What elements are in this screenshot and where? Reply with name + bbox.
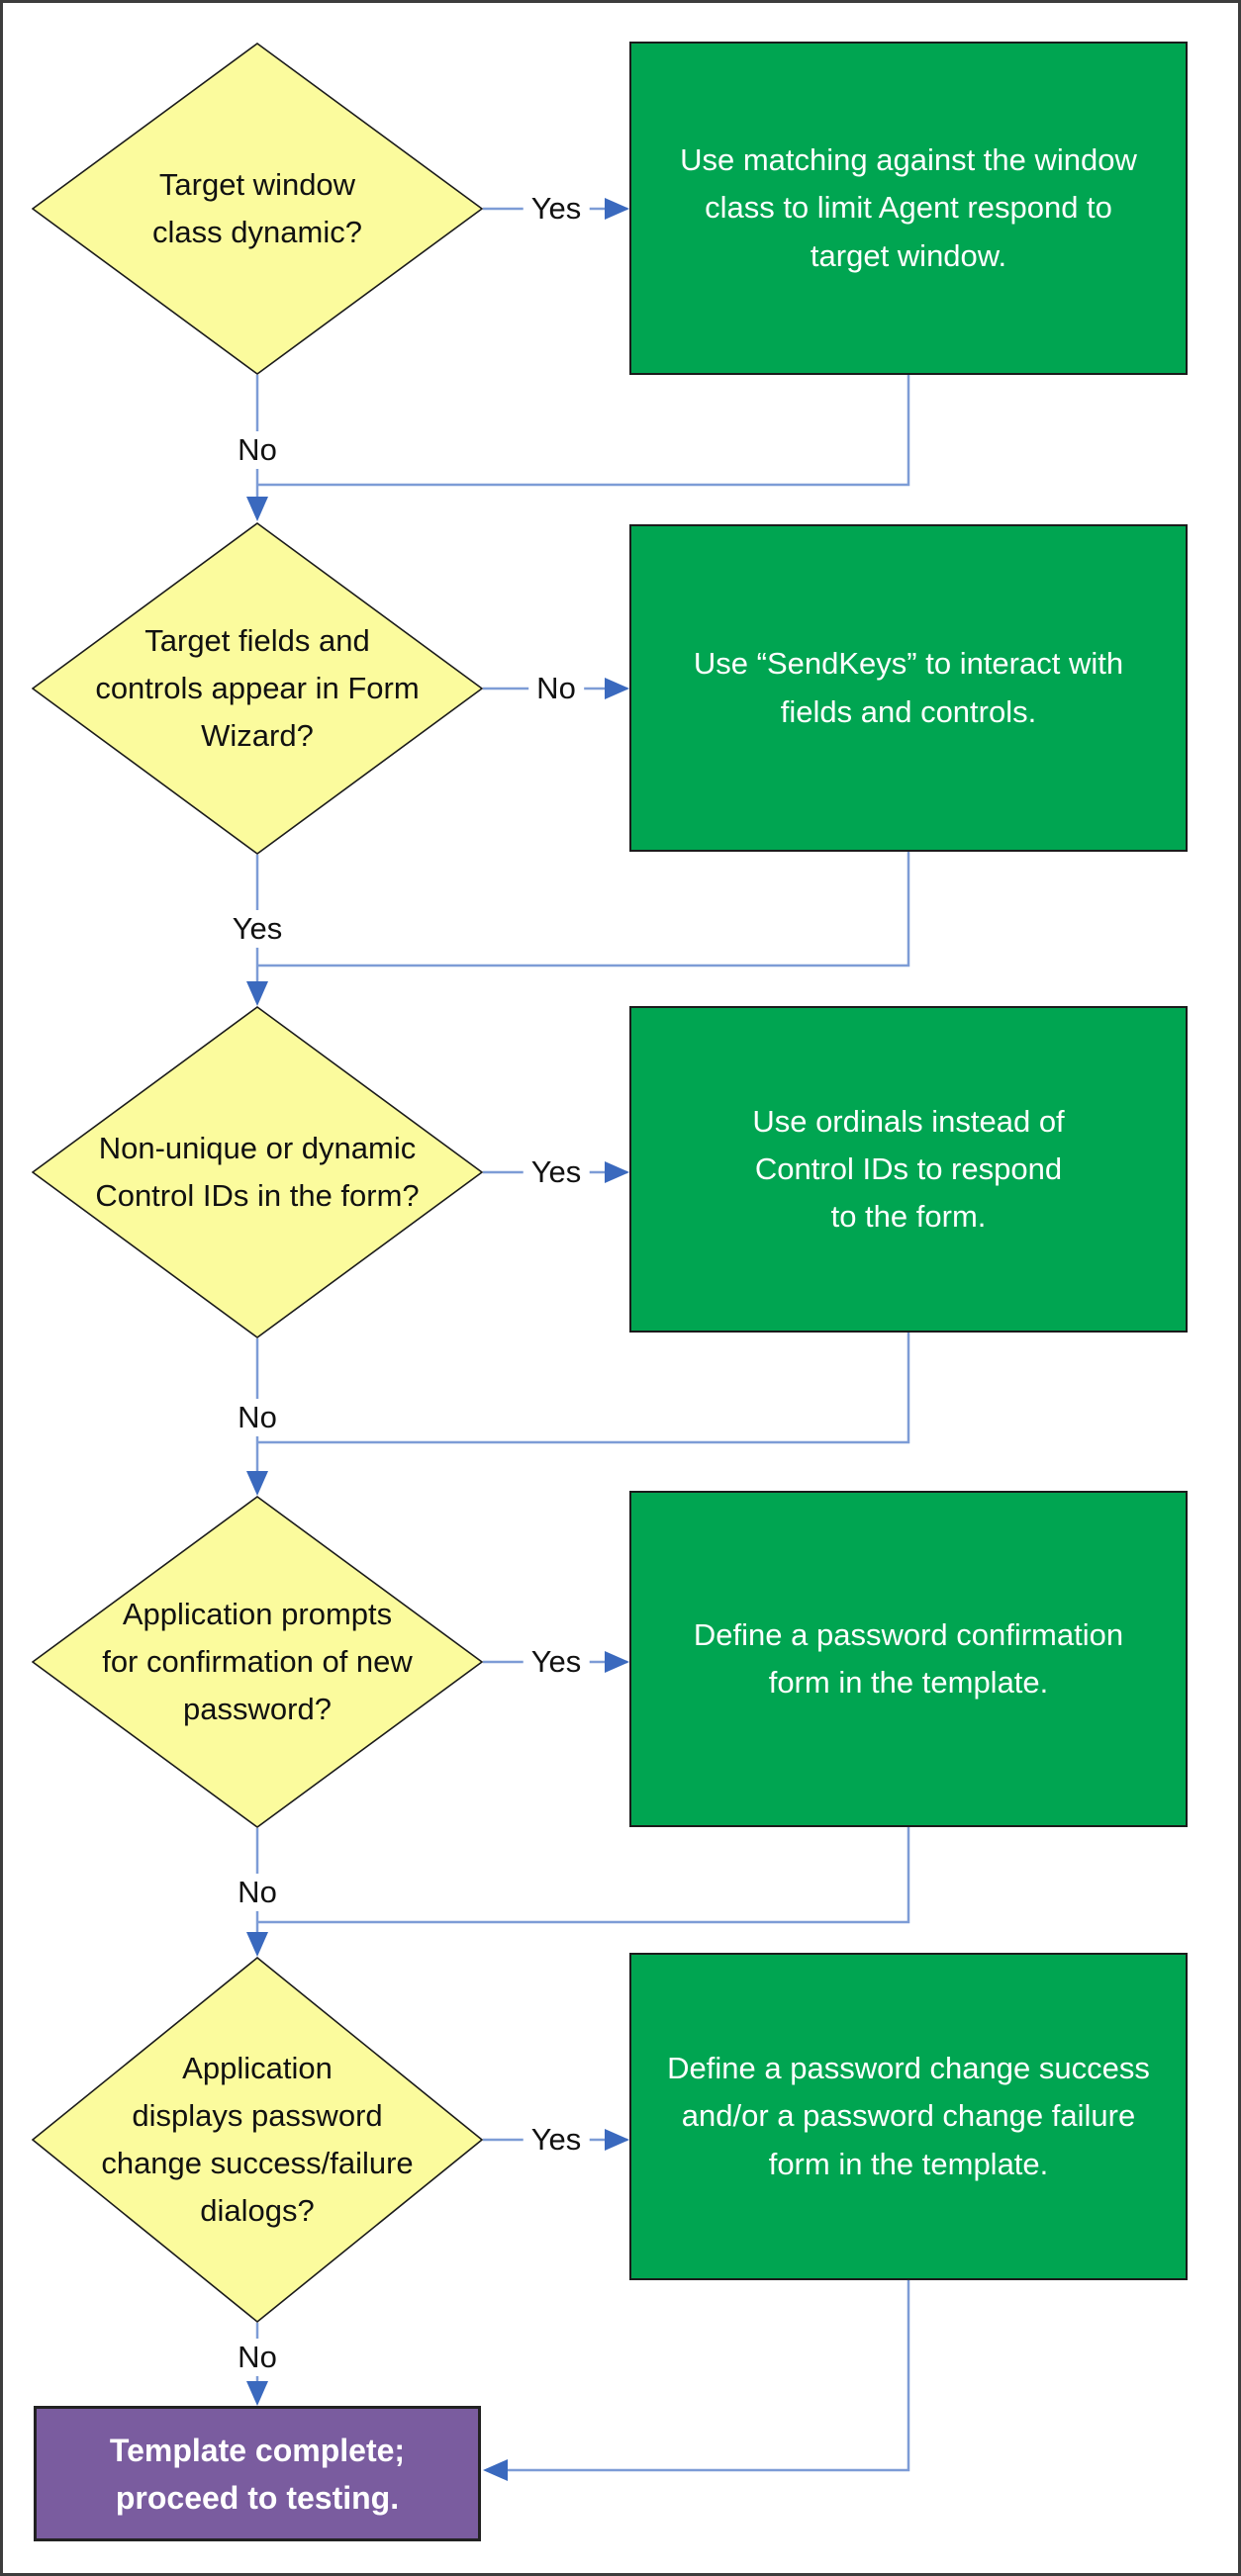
edge-b3-return	[257, 1333, 910, 1444]
edge-label-d4-branch: Yes	[523, 1643, 590, 1681]
edge-d2-to-b2-arrowhead	[605, 678, 629, 699]
action-ordinals: Use ordinals instead of Control IDs to r…	[629, 1006, 1188, 1333]
edge-d2-to-d3-arrowhead	[246, 981, 268, 1006]
edge-d3-to-d4-arrowhead	[246, 1471, 268, 1496]
edge-label-d1-branch: Yes	[523, 190, 590, 228]
action-sendkeys: Use “SendKeys” to interact with fields a…	[629, 524, 1188, 852]
terminal-text: Template complete; proceed to testing.	[109, 2432, 406, 2516]
decision-form-wizard-fields: Target fields and controls appear in For…	[32, 522, 483, 855]
action-success-failure-forms: Define a password change success and/or …	[629, 1953, 1188, 2280]
edge-b5-to-terminal	[507, 2280, 910, 2472]
edge-label-d1-down: No	[230, 431, 285, 469]
terminal-template-complete: Template complete; proceed to testing.	[34, 2406, 481, 2541]
edge-b2-return	[257, 852, 910, 967]
edge-d5-to-terminal-arrowhead	[246, 2381, 268, 2406]
edge-d1-to-d2-arrowhead	[246, 497, 268, 521]
decision-target-window-class: Target window class dynamic?	[32, 43, 483, 375]
edge-label-d5-down: No	[230, 2339, 285, 2376]
edge-b5-to-terminal-arrowhead	[483, 2459, 508, 2481]
action-text: Use “SendKeys” to interact with fields a…	[693, 646, 1124, 729]
edge-label-d4-down: No	[230, 1874, 285, 1911]
edge-label-d2-branch: No	[528, 670, 584, 707]
decision-text: Non-unique or dynamic Control IDs in the…	[95, 1130, 420, 1213]
decision-text: Target fields and controls appear in For…	[95, 622, 420, 754]
action-text: Define a password confirmation form in t…	[693, 1616, 1124, 1700]
decision-text: Application prompts for confirmation of …	[102, 1596, 413, 1727]
diamond-shape	[32, 1957, 483, 2323]
edge-d3-to-b3-arrowhead	[605, 1161, 629, 1183]
edge-label-d3-branch: Yes	[523, 1153, 590, 1191]
diamond-shape	[32, 1496, 483, 1828]
edge-d1-to-b1-arrowhead	[605, 198, 629, 220]
decision-success-failure-dialogs: Application displays password change suc…	[32, 1957, 483, 2323]
action-text: Use ordinals instead of Control IDs to r…	[752, 1103, 1065, 1235]
edge-d4-to-b4-arrowhead	[605, 1651, 629, 1673]
diamond-shape	[32, 1006, 483, 1338]
decision-text: Application displays password change suc…	[101, 2050, 414, 2229]
decision-password-confirmation-prompt: Application prompts for confirmation of …	[32, 1496, 483, 1828]
decision-control-ids: Non-unique or dynamic Control IDs in the…	[32, 1006, 483, 1338]
diamond-shape	[32, 522, 483, 855]
edge-b4-return	[257, 1827, 910, 1924]
edge-b1-return	[257, 375, 910, 487]
edge-label-d3-down: No	[230, 1399, 285, 1436]
action-window-class-matching: Use matching against the window class to…	[629, 42, 1188, 375]
action-text: Define a password change success and/or …	[667, 2051, 1150, 2181]
edge-d5-to-b5-arrowhead	[605, 2129, 629, 2151]
diamond-shape	[32, 43, 483, 375]
edge-d4-to-d5-arrowhead	[246, 1932, 268, 1957]
action-password-confirmation-form: Define a password confirmation form in t…	[629, 1491, 1188, 1827]
edge-label-d2-down: Yes	[224, 910, 291, 948]
action-text: Use matching against the window class to…	[680, 142, 1137, 273]
decision-text: Target window class dynamic?	[152, 166, 362, 249]
edge-label-d5-branch: Yes	[523, 2121, 590, 2159]
